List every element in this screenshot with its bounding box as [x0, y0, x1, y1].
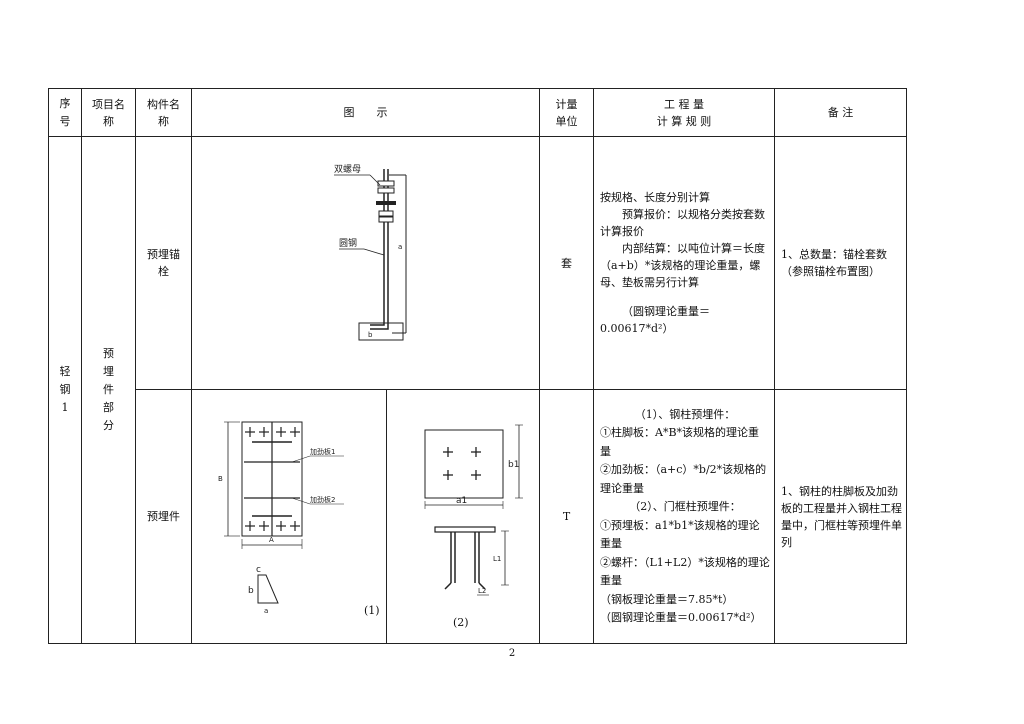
rule-line: ①柱脚板：A*B*该规格的理论重量 [600, 426, 760, 458]
dim-L2-label: L2 [478, 587, 486, 595]
group-seq: 轻钢1 [48, 136, 82, 644]
header-row: 序号 项目名称 构件名称 图 示 计量单位 工 程 量 计 算 规 则 备 注 [48, 88, 907, 137]
dim-b-label: b [368, 331, 373, 339]
component-anchor-bolt: 预埋锚栓 [135, 136, 192, 390]
dim-a-label: a [398, 243, 402, 251]
rebar-label: 圆钢 [339, 237, 357, 249]
embedded-part-diagram-2: b1 a1 L1 [386, 389, 540, 644]
dim-B-label: B [218, 475, 223, 483]
anchor-bolt-drawing: a b 双螺母 圆钢 [334, 164, 407, 341]
header-seq: 序号 [48, 88, 82, 137]
header-rule-line1: 工 程 量 [664, 97, 704, 111]
rule-line: ②螺杆：（L1+L2）*该规格的理论重量 [600, 555, 770, 588]
dim-c-label: c [256, 565, 261, 575]
dim-a1-label: a1 [456, 496, 467, 506]
door-column-embed-drawing: b1 a1 L1 [424, 424, 523, 596]
spec-table-sheet: 序号 项目名称 构件名称 图 示 计量单位 工 程 量 计 算 规 则 备 注 … [48, 88, 907, 644]
rules-anchor-bolt: 按规格、长度分别计算 预算报价：以规格分类按套数计算报价 内部结算：以吨位计算＝… [593, 136, 775, 390]
rule-line: 预算报价：以规格分类按套数计算报价 [600, 208, 765, 238]
group-item: 预埋件部分 [81, 136, 136, 644]
dim-a-small-label: a [264, 607, 268, 615]
remark-anchor-bolt: 1、总数量：锚栓套数（参照锚栓布置图） [774, 136, 907, 390]
unit-anchor-bolt: 套 [539, 136, 594, 390]
rule-line: （2）、门框柱预埋件： [629, 500, 741, 513]
unit-embedded-part: T [539, 389, 594, 644]
header-item-name: 项目名称 [81, 88, 136, 137]
rule-line: （圆钢理论重量＝0.00617*d²） [600, 611, 762, 624]
double-nut-label: 双螺母 [334, 164, 361, 175]
column-base-drawing: 加劲板1 加劲板2 B A c b a [218, 421, 344, 615]
table-row-anchor-bolt: 轻钢1 预埋件部分 预埋锚栓 a [48, 136, 907, 644]
rule-line: （圆钢理论重量＝0.00617*d²） [600, 305, 710, 335]
dim-L1-label: L1 [493, 555, 501, 563]
rule-line: ①预埋板：a1*b1*该规格的理论重量 [600, 518, 760, 551]
embedded-part-diagram-1: 加劲板1 加劲板2 B A c b a [191, 389, 387, 644]
anchor-bolt-diagram: a b 双螺母 圆钢 [191, 136, 540, 390]
component-embedded-part: 预埋件 [135, 389, 192, 644]
dim-A-label: A [269, 536, 274, 544]
header-unit: 计量单位 [539, 88, 594, 137]
header-figure: 图 示 [191, 88, 540, 137]
page-number: 2 [508, 648, 516, 659]
spec-table: 序号 项目名称 构件名称 图 示 计量单位 工 程 量 计 算 规 则 备 注 … [48, 88, 907, 644]
rule-line: （1）、钢柱预埋件： [634, 407, 736, 421]
header-remark: 备 注 [774, 88, 907, 137]
dim-b-small-label: b [248, 586, 254, 596]
stiffener-2-label: 加劲板2 [310, 495, 335, 504]
table-row-embedded-part: 预埋件 [49, 389, 907, 644]
header-rule: 工 程 量 计 算 规 则 [593, 88, 775, 137]
rule-line: （钢板理论重量＝7.85*t） [600, 592, 734, 606]
rule-line: 内部结算：以吨位计算＝长度（a+b）*该规格的理论重量，螺母、垫板需另行计算 [600, 242, 765, 289]
rules-embedded-part: （1）、钢柱预埋件： ①柱脚板：A*B*该规格的理论重量 ②加劲板：（a+c）*… [593, 389, 775, 644]
header-component-name: 构件名称 [135, 88, 192, 137]
remark-embedded-part: 1、钢柱的柱脚板及加劲板的工程量并入钢柱工程量中，门框柱等预埋件单列 [774, 389, 907, 644]
stiffener-1-label: 加劲板1 [310, 447, 335, 456]
rule-line: ②加劲板：（a+c）*b/2*该规格的理论重量 [600, 463, 767, 495]
header-rule-line2: 计 算 规 则 [656, 114, 712, 128]
rule-line: 按规格、长度分别计算 [600, 191, 710, 204]
figure-2-label: (2) [453, 616, 469, 629]
dim-b1-label: b1 [508, 460, 519, 470]
figure-1-label: (1) [364, 604, 380, 617]
